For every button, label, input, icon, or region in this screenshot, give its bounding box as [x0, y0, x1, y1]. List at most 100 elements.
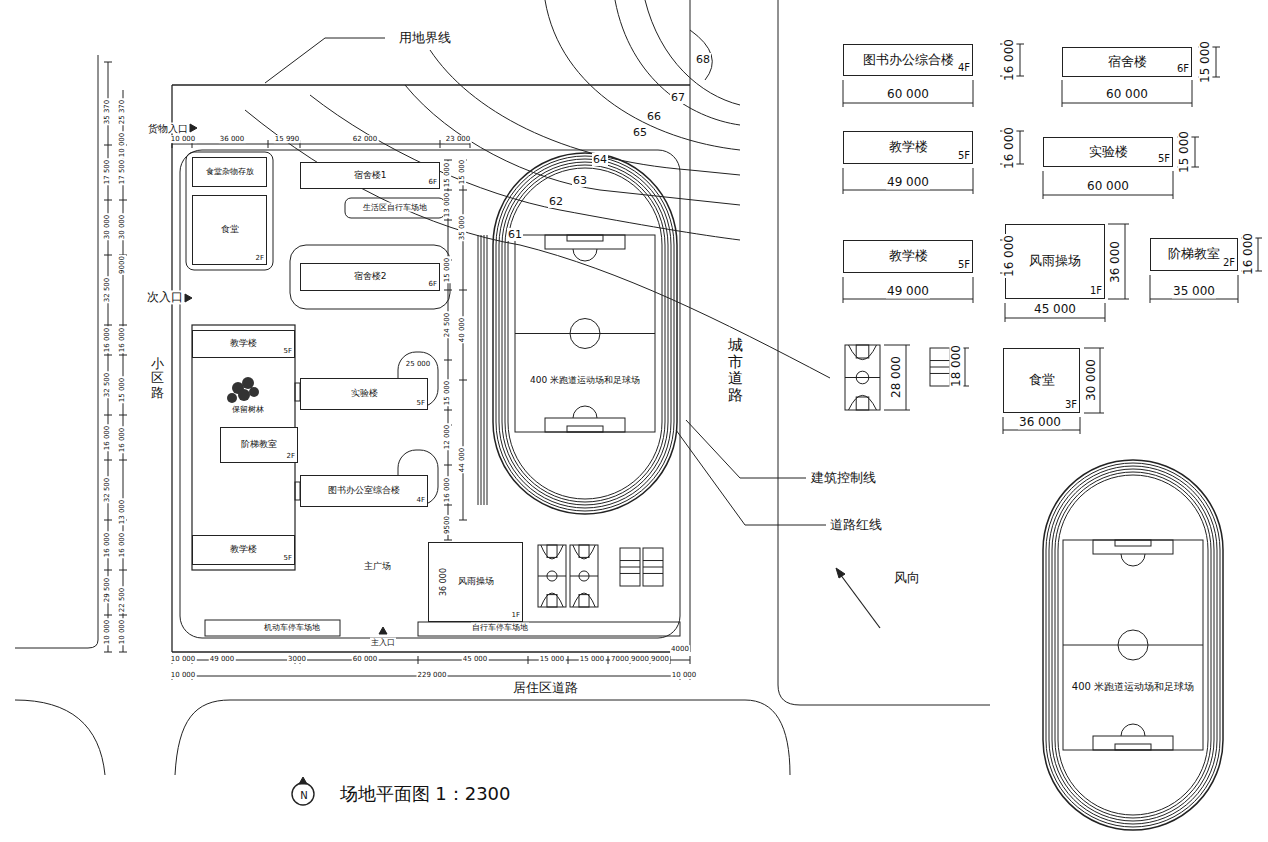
floor-count: 2F: [256, 254, 264, 262]
building-name: 风雨操场: [1029, 254, 1081, 268]
label-holder: 60 000: [886, 88, 930, 101]
label-holder: 35 000: [1172, 285, 1216, 298]
court-line: [930, 367, 950, 368]
dimension-line: [1043, 195, 1173, 196]
three-point-arc: [573, 593, 595, 607]
label-holder: 10 000: [119, 619, 127, 646]
label-holder: 24 500: [444, 312, 452, 339]
court-line: [538, 576, 566, 577]
label-holder: 64: [592, 154, 608, 166]
dimension-line: [843, 190, 973, 191]
building-name: 宿舍楼2: [354, 272, 387, 282]
label-holder: 16 000: [104, 532, 112, 559]
north-symbol: [292, 783, 314, 805]
dimension-text: 9500: [443, 515, 451, 535]
label-holder: 62 000: [352, 136, 379, 144]
dimension-line: [1195, 137, 1196, 167]
dimension-line: [1150, 299, 1238, 300]
court-key: [856, 397, 869, 410]
contour-line: [615, 0, 740, 125]
three-point-arc: [541, 593, 563, 607]
dimension-tick: [119, 570, 127, 571]
road-edge: [15, 700, 105, 775]
dimension-tick: [119, 615, 127, 616]
sprint-lane: [481, 235, 482, 505]
dimension-text: 15 000: [1177, 130, 1191, 174]
label-holder: 45 000: [1033, 303, 1077, 316]
building-name: 实验楼: [1089, 145, 1128, 159]
volleyball-court: [643, 548, 663, 586]
penalty-area: [545, 235, 625, 249]
floor-count: 4F: [958, 62, 970, 73]
bicycle-area: [345, 198, 445, 218]
building-box: 教学楼5F: [192, 535, 295, 565]
building-name: 食堂: [1029, 373, 1055, 387]
dimension-text: 40 000: [458, 317, 466, 344]
dimension-tick: [444, 360, 452, 361]
goal-area: [1115, 744, 1151, 750]
dimension-tick: [444, 220, 452, 221]
dimension-tick: [1005, 303, 1006, 322]
label-holder: 35 000: [459, 215, 467, 242]
label-holder: 28 000: [890, 355, 903, 399]
dimension-tick: [268, 140, 269, 148]
contour-line: [645, 0, 740, 105]
dimension-text: 30 000: [1084, 358, 1098, 402]
dimension-tick: [459, 520, 467, 521]
basketball-court: [570, 545, 598, 607]
three-point-arc: [573, 545, 595, 559]
court-circle: [856, 371, 869, 384]
entrance-arrow: [190, 124, 197, 132]
dimension-line: [843, 299, 973, 300]
dimension-text: 35 370: [103, 99, 111, 126]
label-holder: 17 500: [104, 159, 112, 186]
label-holder: 29 500: [104, 577, 112, 604]
dimension-tick: [440, 140, 441, 148]
dimension-tick: [119, 460, 127, 461]
dimension-tick: [459, 380, 467, 381]
dimension-tick: [104, 255, 112, 256]
building-box: 实验楼5F: [1043, 137, 1173, 167]
dimension-text: 49 000: [886, 175, 930, 189]
dimension-tick: [1043, 171, 1044, 199]
center-circle: [1118, 630, 1148, 660]
dimension-text: 24 500: [443, 312, 451, 339]
label-holder: 3000: [287, 656, 307, 664]
dimension-text: 32 500: [103, 372, 111, 399]
label-holder: 36 000: [1109, 240, 1122, 284]
label-holder: 10 000: [170, 136, 197, 144]
label-holder: 62: [548, 196, 564, 208]
label-holder: 32 500: [104, 372, 112, 399]
dimension-text: 60 000: [886, 87, 930, 101]
site-boundary: [171, 85, 172, 652]
building-box: 阶梯教室2F: [220, 427, 298, 463]
running-track: [1049, 466, 1217, 824]
running-track: [1052, 469, 1214, 821]
three-point-arc: [849, 395, 877, 410]
dimension-tick: [1108, 299, 1129, 300]
label-holder: 44 000: [459, 447, 467, 474]
label-holder: 45 000: [462, 656, 489, 664]
dimension-text: 36 000: [219, 135, 246, 143]
court-key: [579, 595, 589, 607]
label-holder: 15 000: [1178, 130, 1191, 174]
label-holder: 17 500: [119, 159, 127, 186]
court-line: [643, 573, 663, 574]
building-box: 风雨操场1F: [1005, 224, 1105, 299]
dimension-line: [1020, 44, 1021, 76]
dimension-text: 17 500: [118, 159, 126, 186]
penalty-area: [545, 418, 625, 432]
contour-number: 67: [670, 91, 686, 104]
label-holder: 36 000: [440, 567, 449, 597]
court-line: [930, 373, 950, 374]
contour-number: 61: [507, 228, 523, 241]
leader-line: [265, 38, 385, 83]
dimension-text: 28 000: [889, 355, 903, 399]
dimension-tick: [568, 656, 569, 664]
label-holder: 4000: [670, 646, 690, 654]
dimension-tick: [119, 355, 127, 356]
wind-arrow: [840, 574, 880, 628]
dimension-tick: [444, 505, 452, 506]
floor-count: 6F: [429, 178, 437, 186]
dimension-tick: [104, 460, 112, 461]
